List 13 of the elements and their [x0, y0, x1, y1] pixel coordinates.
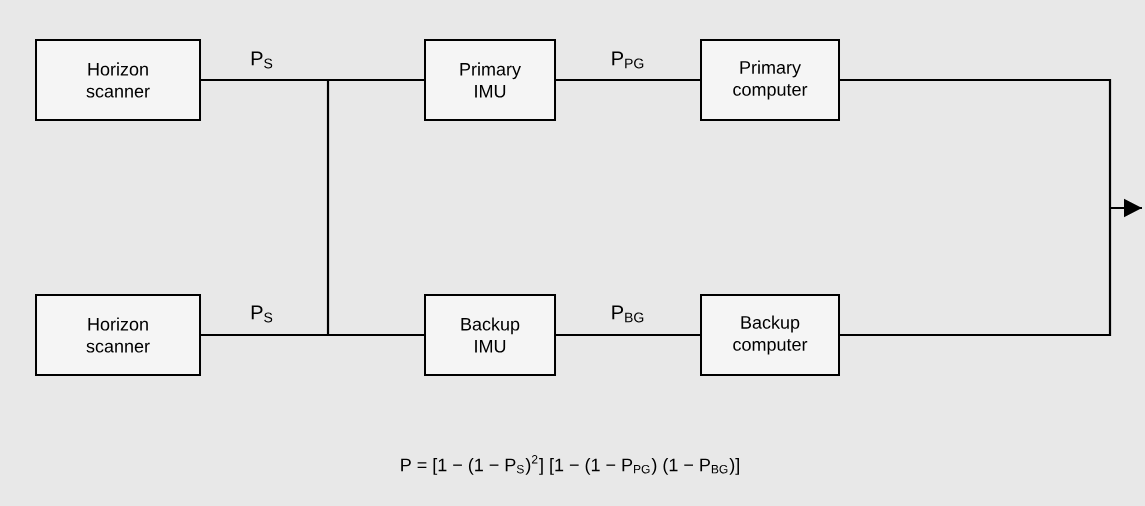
- connector-line: [838, 78, 1144, 337]
- process-box: Horizon scanner: [35, 294, 201, 376]
- connector-line: [199, 78, 426, 337]
- connector-line: [556, 333, 700, 337]
- edge-label: P$_{S}$: [248, 49, 276, 71]
- process-box: Horizon scanner: [35, 39, 201, 121]
- process-box: Backup IMU: [424, 294, 556, 376]
- formula-text: P = [1 − (1 − P$_{S}$)$^{2}$] [1 − (1 − P$_{PG}$) (1 − P$_{BG}$)]: [401, 455, 739, 475]
- process-box: Primary IMU: [424, 39, 556, 121]
- connector-line: [556, 78, 700, 82]
- process-box: Backup computer: [700, 294, 840, 376]
- edge-label: P$_{S}$: [248, 303, 276, 325]
- process-box: Primary computer: [700, 39, 840, 121]
